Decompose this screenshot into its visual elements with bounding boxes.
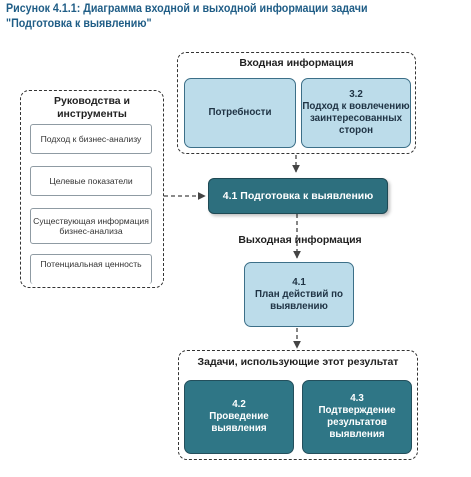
task-item-label: Подтверждение результатов выявления: [318, 405, 396, 440]
guideline-item: Потенциальная ценность: [30, 254, 152, 284]
figure-title: Рисунок 4.1.1: Диаграмма входной и выход…: [6, 3, 368, 30]
output-label: Выходная информация: [238, 234, 362, 246]
input-item-label: Подход к вовлечению заинтересованных сто…: [302, 101, 410, 136]
input-group-title: Входная информация: [239, 57, 354, 69]
input-item-needs: Потребности: [184, 78, 296, 148]
main-task: 4.1 Подготовка к выявлению: [208, 178, 388, 214]
output-item-label: План действий по выявлению: [255, 288, 343, 312]
task-item-conduct-elicitation: 4.2 Проведение выявления: [184, 380, 294, 454]
guidelines-group-title: Руководства и инструменты: [53, 95, 130, 120]
guideline-item: Существующая информация бизнес-анализа: [30, 208, 152, 244]
input-item-stakeholder-approach: 3.2 Подход к вовлечению заинтересованных…: [301, 78, 411, 148]
guideline-item: Целевые показатели: [30, 166, 152, 196]
input-item-label: Потребности: [208, 107, 272, 118]
output-item-elicitation-plan: 4.1 План действий по выявлению: [244, 262, 354, 327]
task-item-label: Проведение выявления: [209, 411, 269, 434]
task-item-number: 4.2: [232, 399, 246, 410]
tasks-group-title: Задачи, использующие этот результат: [197, 356, 399, 368]
guideline-item: Подход к бизнес-анализу: [30, 124, 152, 154]
task-item-confirm-results: 4.3 Подтверждение результатов выявления: [302, 380, 412, 454]
task-item-number: 4.3: [350, 393, 364, 404]
output-item-number: 4.1: [292, 276, 306, 288]
input-item-number: 3.2: [349, 89, 363, 100]
